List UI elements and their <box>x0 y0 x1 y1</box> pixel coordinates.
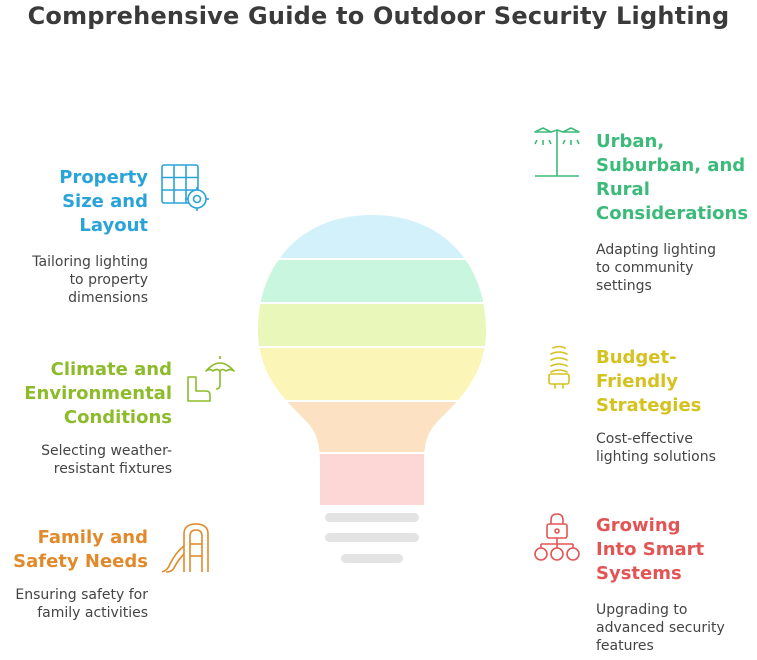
item-desc-climate: Selecting weather- resistant fixtures <box>41 443 172 477</box>
lock-network-icon <box>534 513 580 561</box>
item-desc-smart-systems: Upgrading to advanced security features <box>596 602 725 654</box>
item-title-property-size: Property Size and Layout <box>59 167 148 236</box>
bulb-band-mint <box>258 260 486 302</box>
item-title-smart-systems: Growing Into Smart Systems <box>596 515 705 584</box>
item-title-budget: Budget- Friendly Strategies <box>596 347 702 416</box>
cfl-bulb-icon <box>548 345 570 389</box>
item-desc-property-size: Tailoring lighting to property dimension… <box>32 254 148 306</box>
item-title-climate: Climate and Environmental Conditions <box>24 359 172 428</box>
item-title-urban-suburban: Urban, Suburban, and Rural Consideration… <box>596 131 749 224</box>
bulb-band-blue <box>258 215 486 258</box>
bulb-base-line-1 <box>325 513 419 522</box>
grid-gear-icon <box>161 164 209 211</box>
item-desc-family-safety: Ensuring safety for family activities <box>15 587 148 621</box>
street-lamp-icon <box>534 127 580 177</box>
bulb-base-line-3 <box>341 554 403 563</box>
item-desc-budget: Cost-effective lighting solutions <box>596 431 716 465</box>
bulb-bands <box>258 215 486 505</box>
item-title-family-safety: Family and Safety Needs <box>13 527 148 572</box>
page-title: Comprehensive Guide to Outdoor Security … <box>27 2 730 30</box>
bulb-band-peach <box>258 402 486 452</box>
bulb-band-yellow <box>258 348 486 400</box>
bulb-base-line-2 <box>325 533 419 542</box>
item-desc-urban-suburban: Adapting lighting to community settings <box>596 242 716 294</box>
bulb-band-lime <box>258 304 486 346</box>
slide-icon <box>161 523 209 573</box>
bulb-band-pink <box>258 454 486 505</box>
umbrella-boot-icon <box>187 356 235 402</box>
